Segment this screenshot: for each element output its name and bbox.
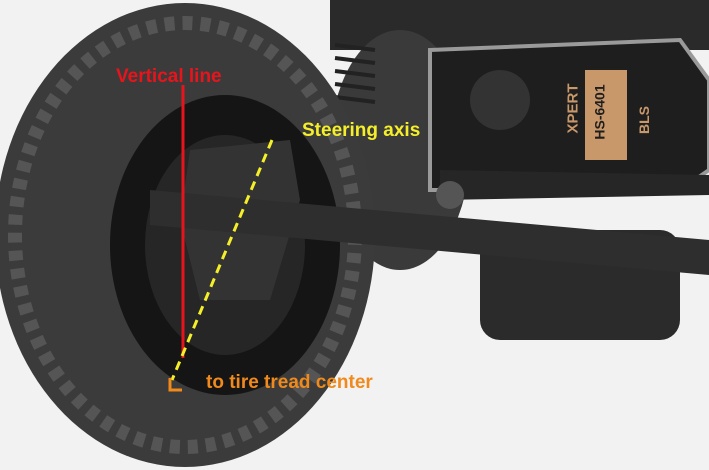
shock-spring: [334, 43, 376, 104]
servo-horn: [470, 70, 530, 130]
vertical-line-label: Vertical line: [116, 66, 222, 87]
servo-model: HS-6401: [591, 84, 608, 140]
tread-center-label: to tire tread center: [206, 372, 373, 393]
servo-type: BLS: [636, 106, 652, 134]
servo-brand: XPERT: [564, 83, 582, 134]
steering-link: [440, 170, 709, 200]
axle: [150, 190, 709, 275]
servo-label-plate: [585, 70, 627, 160]
tread-center-marker: [168, 378, 182, 392]
steering-axis-label: Steering axis: [302, 120, 421, 141]
steering-axis-line: [170, 139, 274, 381]
